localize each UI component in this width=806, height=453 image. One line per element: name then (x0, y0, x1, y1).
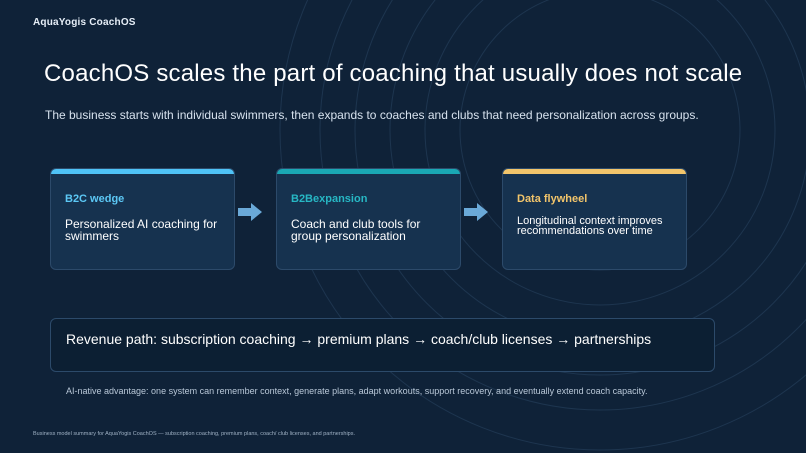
card-data-flywheel: Data flywheel Longitudinal context impro… (502, 168, 687, 270)
revenue-path-box: Revenue path: subscription coaching → pr… (50, 318, 715, 372)
card-description: Coach and club tools for group personali… (291, 217, 421, 243)
card-b2b-expansion: B2Bexpansion Coach and club tools for gr… (276, 168, 461, 270)
card-description: Longitudinal context improves recommenda… (517, 215, 663, 237)
card-label: Data flywheel (517, 193, 588, 205)
slide-title: CoachOS scales the part of coaching that… (44, 60, 743, 87)
brand-title: AquaYogis CoachOS (33, 17, 136, 28)
footnote: Business model summary for AquaYogis Coa… (33, 431, 356, 437)
card-description: Personalized AI coaching for swimmers (65, 217, 218, 243)
revenue-path-text: Revenue path: subscription coaching → pr… (66, 331, 652, 347)
ai-native-advantage: AI-native advantage: one system can reme… (66, 386, 648, 396)
arrow-right-icon (464, 203, 488, 221)
card-accent-bar (51, 169, 234, 174)
arrow-right-icon (238, 203, 262, 221)
card-accent-bar (277, 169, 460, 174)
card-accent-bar (503, 169, 686, 174)
slide-subtitle: The business starts with individual swim… (45, 108, 699, 122)
card-label: B2Bexpansion (291, 193, 368, 205)
card-b2c-wedge: B2C wedge Personalized AI coaching for s… (50, 168, 235, 270)
card-label: B2C wedge (65, 193, 125, 205)
